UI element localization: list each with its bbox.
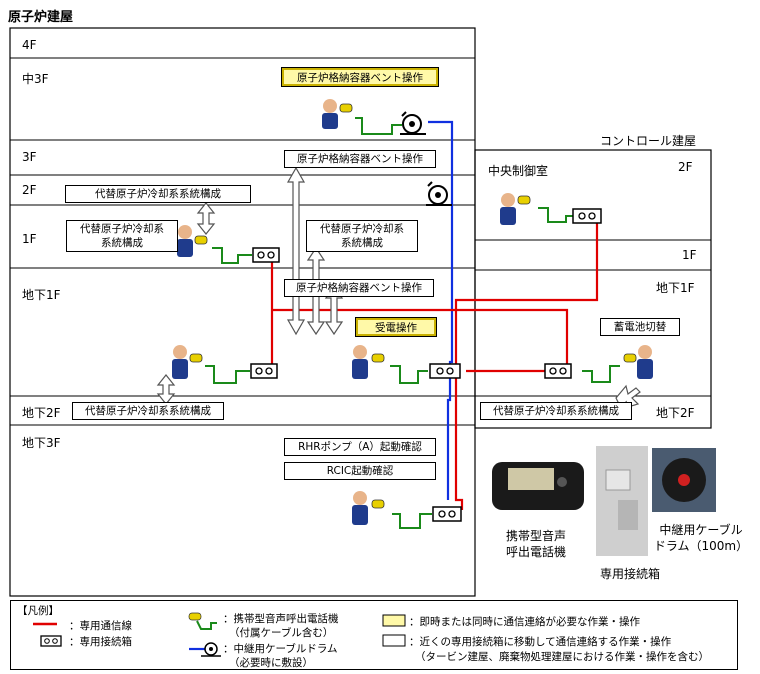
junction-box-caption: 専用接続箱: [599, 567, 660, 581]
alt-cooling-b2f-left: 代替原子炉冷却系系統構成: [72, 402, 224, 420]
cable-drum-caption: 中継用ケーブル ドラム（100m）: [653, 523, 749, 553]
floor-label-b3f: 地下3F: [22, 436, 61, 450]
vent-operation-m3f: 原子炉格納容器ベント操作: [281, 67, 439, 87]
cable-drum-icon: [400, 111, 426, 135]
floor-label-4f: 4F: [22, 38, 37, 52]
legend-white-note: （タービン建屋、廃棄物処理建屋における作業・操作を含む）: [415, 651, 709, 663]
alt-cooling-b2f-right: 代替原子炉冷却系系統構成: [480, 402, 632, 420]
portable-phone-caption: 携帯型音声 呼出電話機: [505, 529, 566, 559]
junction-box-photo: [596, 446, 648, 556]
battery-switching: 蓄電池切替: [600, 318, 680, 336]
legend-phone-label: ：携帯型音声呼出電話機: [223, 613, 339, 625]
floor-label-b1f: 地下1F: [22, 288, 61, 302]
legend-drum-note: （必要時に敷設）: [229, 657, 313, 669]
portable-phone-photo: [492, 462, 584, 510]
legend-yellow-label: ：即時または同時に通信連絡が必要な作業・操作: [409, 616, 640, 628]
alt-cooling-1f-right: 代替原子炉冷却系 系統構成: [306, 220, 418, 252]
legend: 【凡例】 ：専用通信線 ：専用接続箱 ：携帯型音声呼出電話機 （付属ケーブル含む…: [10, 600, 738, 670]
alt-cooling-1f-left: 代替原子炉冷却系 系統構成: [66, 220, 178, 252]
legend-jbox-label: ：専用接続箱: [69, 636, 132, 648]
legend-title: 【凡例】: [17, 605, 59, 617]
floor-label-m3f: 中3F: [22, 72, 49, 86]
control-floor-b2f: 地下2F: [656, 406, 695, 420]
legend-phone-note: （付属ケーブル含む）: [229, 627, 334, 639]
control-floor-1f: 1F: [682, 248, 697, 262]
vent-operation-3f: 原子炉格納容器ベント操作: [284, 150, 436, 168]
rcic-start-check: RCIC起動確認: [284, 462, 436, 480]
legend-drum-label: ：中継用ケーブルドラム: [223, 643, 338, 655]
control-building-title: コントロール建屋: [600, 134, 697, 148]
floor-label-1f: 1F: [22, 232, 37, 246]
control-room-label: 中央制御室: [488, 164, 549, 178]
alt-cooling-2f: 代替原子炉冷却系系統構成: [65, 185, 251, 203]
reactor-building-title: 原子炉建屋: [8, 10, 74, 25]
legend-line-label: ：専用通信線: [69, 620, 132, 632]
control-floor-b1f: 地下1F: [656, 281, 695, 295]
floor-label-b2f: 地下2F: [22, 406, 61, 420]
power-receiving-operation: 受電操作: [355, 317, 437, 337]
control-floor-2f: 2F: [678, 160, 693, 174]
cable-drum-photo: [652, 448, 716, 512]
vent-operation-b1f: 原子炉格納容器ベント操作: [284, 279, 434, 297]
rhr-pump-check: RHRポンプ（A）起動確認: [284, 438, 436, 456]
floor-label-3f: 3F: [22, 150, 37, 164]
floor-label-2f: 2F: [22, 183, 37, 197]
legend-white-label: ：近くの専用接続箱に移動して通信連絡する作業・操作: [409, 636, 672, 648]
